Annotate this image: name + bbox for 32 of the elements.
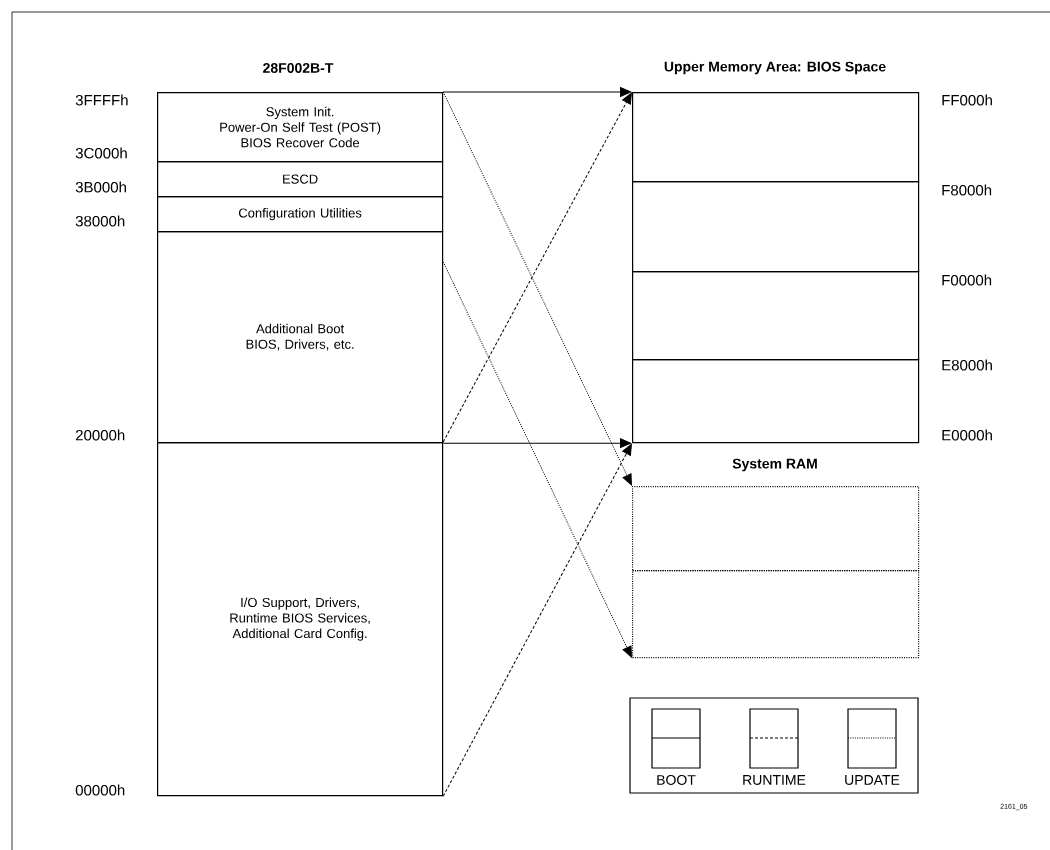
- address-label: F8000h: [942, 184, 992, 196]
- memory-block: Additional Boot BIOS, Drivers, etc.: [157, 231, 444, 444]
- arrow: [442, 443, 632, 797]
- address-label: 3C000h: [75, 147, 127, 159]
- memory-block: [632, 570, 920, 659]
- address-label: 3FFFFh: [75, 94, 128, 106]
- heading: Upper Memory Area: BIOS Space: [664, 61, 886, 75]
- memory-block: [632, 181, 920, 273]
- memory-block: I/O Support, Drivers, Runtime BIOS Services, Additional Card Config.: [157, 442, 444, 797]
- heading: 28F002B-T: [263, 63, 334, 73]
- memory-block: [632, 359, 920, 444]
- memory-block: [632, 92, 920, 183]
- memory-block: [632, 486, 920, 572]
- legend-label: UPDATE: [845, 775, 900, 785]
- address-label: 00000h: [75, 784, 125, 796]
- address-label: FF000h: [942, 94, 992, 106]
- address-label: E8000h: [942, 359, 992, 371]
- memory-block: ESCD: [157, 161, 444, 198]
- arrow: [442, 261, 632, 658]
- arrow: [442, 87, 632, 97]
- address-label: 38000h: [75, 215, 125, 227]
- memory-block: Configuration Utilities: [157, 196, 444, 233]
- legend-label: RUNTIME: [743, 775, 806, 785]
- arrow: [442, 438, 632, 449]
- address-label: F0000h: [942, 274, 992, 286]
- memory-block: [632, 271, 920, 361]
- memory-block: System Init. Power-On Self Test (POST) BIOS Recover Code: [157, 92, 444, 163]
- heading: System RAM: [732, 458, 817, 472]
- address-label: E0000h: [942, 429, 992, 441]
- address-label: 20000h: [75, 429, 125, 441]
- address-label: 3B000h: [75, 181, 126, 193]
- legend-label: BOOT: [657, 775, 696, 785]
